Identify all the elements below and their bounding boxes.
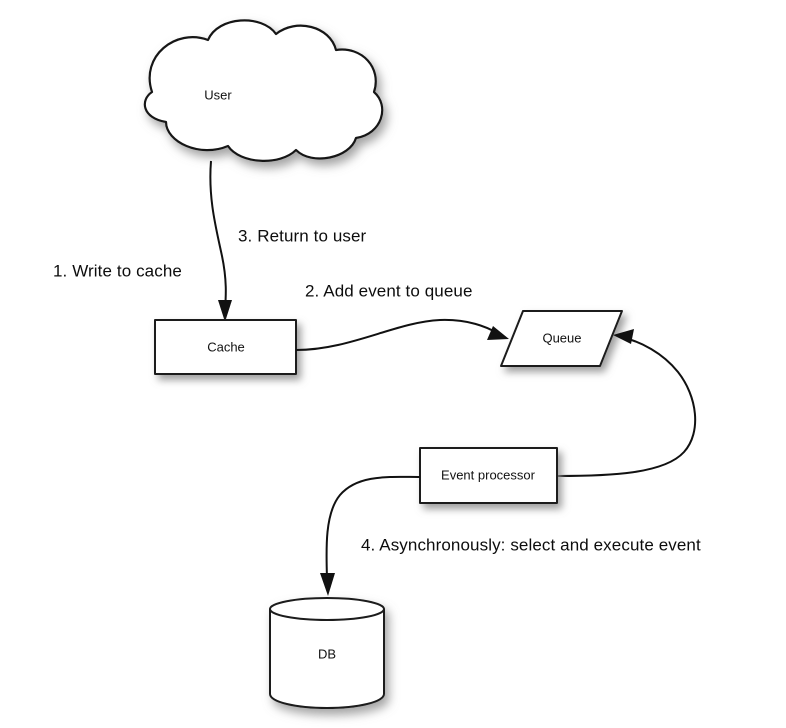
node-label-cache: Cache — [207, 339, 245, 354]
event-processor-shape — [419, 447, 558, 504]
node-queue[interactable]: Queue — [500, 310, 623, 367]
edge-processor-db-line — [325, 475, 421, 579]
step-label-2: 2. Add event to queue — [305, 281, 473, 300]
node-label-event-processor: Event processor — [441, 467, 536, 482]
edge-processor-queue-line — [556, 337, 697, 477]
edge-user-to-cache — [209, 160, 232, 322]
step-label-1: 1. Write to cache — [53, 261, 182, 280]
queue-shape — [500, 310, 623, 367]
edge-processor-to-db — [320, 475, 421, 596]
edge-processor-to-queue — [556, 329, 697, 477]
cache-shape — [154, 319, 297, 375]
edge-cache-queue-arrowhead — [487, 326, 509, 340]
edge-cache-to-queue — [295, 318, 509, 351]
edge-user-cache-arrowhead — [218, 300, 232, 322]
node-label-db: DB — [318, 646, 336, 661]
node-db[interactable]: DB — [269, 597, 385, 709]
edge-processor-db-arrowhead — [320, 573, 335, 596]
node-cache[interactable]: Cache — [154, 319, 297, 375]
node-label-queue: Queue — [542, 330, 581, 345]
step-label-3: 3. Return to user — [238, 226, 367, 245]
edge-processor-queue-arrowhead — [613, 329, 634, 344]
edge-cache-queue-line — [295, 318, 498, 351]
cloud-shape — [143, 19, 384, 162]
edge-user-cache-line — [209, 160, 227, 311]
node-label-user: User — [204, 87, 232, 102]
step-label-4: 4. Asynchronously: select and execute ev… — [361, 535, 701, 554]
node-user[interactable]: User — [143, 19, 384, 162]
node-event-processor[interactable]: Event processor — [419, 447, 558, 504]
db-shape — [269, 597, 385, 709]
